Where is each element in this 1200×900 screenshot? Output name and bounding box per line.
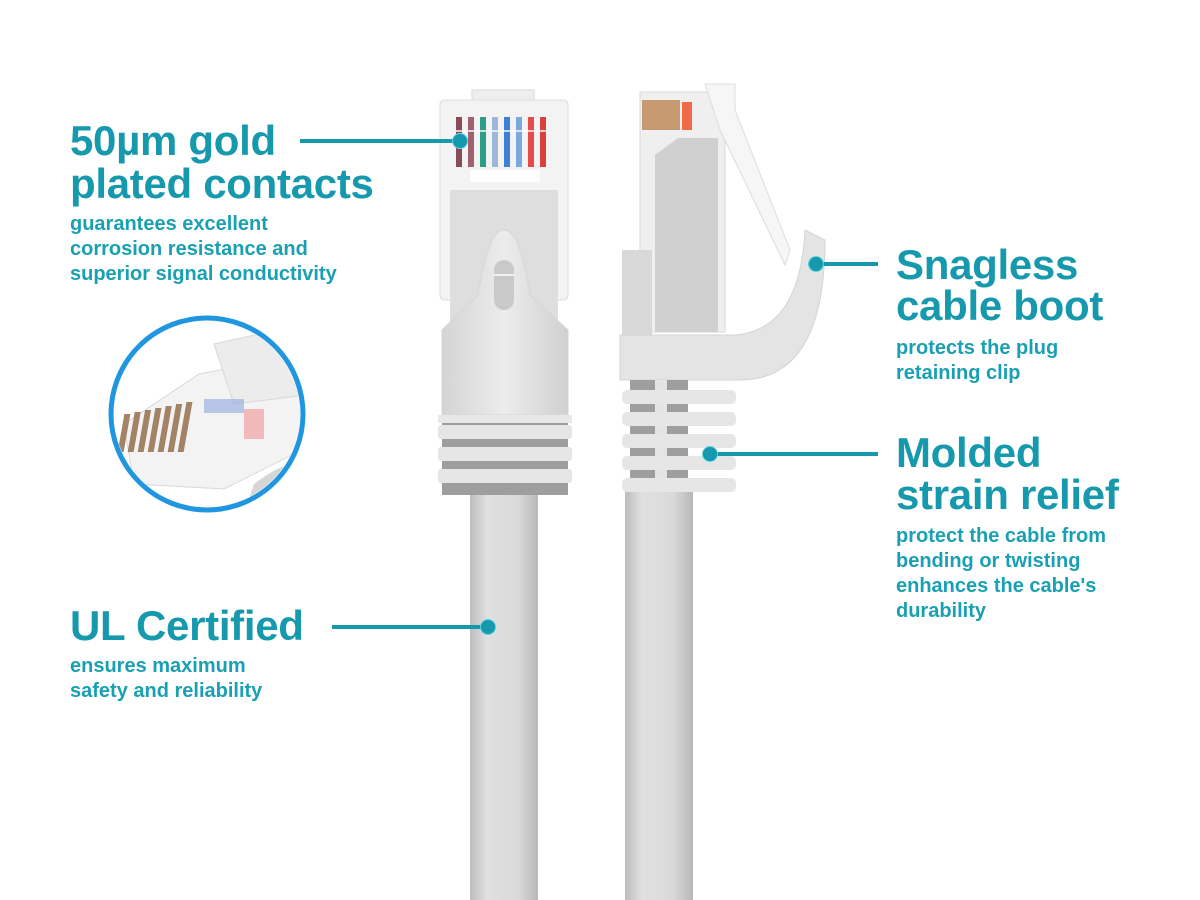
callout-dot-ul-certified	[480, 619, 496, 635]
feature-description: guarantees excellent	[70, 213, 268, 235]
callout-dot-gold-contacts	[452, 133, 468, 149]
feature-description: ensures maximum	[70, 655, 246, 677]
callout-line-gold-contacts	[300, 139, 458, 143]
feature-description: enhances the cable's	[896, 575, 1097, 597]
callout-line-snagless-boot	[818, 262, 878, 266]
feature-title: UL Certified	[70, 602, 304, 649]
feature-description: protects the plug	[896, 337, 1059, 359]
callout-dot-snagless-boot	[808, 256, 824, 272]
feature-title: 50µm gold	[70, 117, 276, 164]
callout-dot-strain-relief	[702, 446, 718, 462]
rj45-front-view-illustration	[438, 89, 572, 900]
callout-line-ul-certified	[332, 625, 482, 629]
feature-description: corrosion resistance and	[70, 238, 308, 260]
rj45-side-view-illustration	[619, 83, 826, 900]
feature-description: safety and reliability	[70, 680, 263, 702]
feature-description: protect the cable from	[896, 525, 1107, 547]
feature-title: plated contacts	[70, 160, 374, 207]
feature-description: superior signal conductivity	[70, 263, 337, 285]
feature-title: Molded	[896, 429, 1042, 476]
callout-line-strain-relief	[712, 452, 878, 456]
rj45-contacts-closeup-illustration	[108, 315, 306, 513]
feature-title: Snagless	[896, 241, 1079, 288]
feature-title: cable boot	[896, 282, 1104, 329]
feature-title: strain relief	[896, 471, 1119, 518]
feature-description: durability	[896, 600, 987, 622]
feature-description: bending or twisting	[896, 550, 1081, 572]
feature-description: retaining clip	[896, 362, 1021, 384]
